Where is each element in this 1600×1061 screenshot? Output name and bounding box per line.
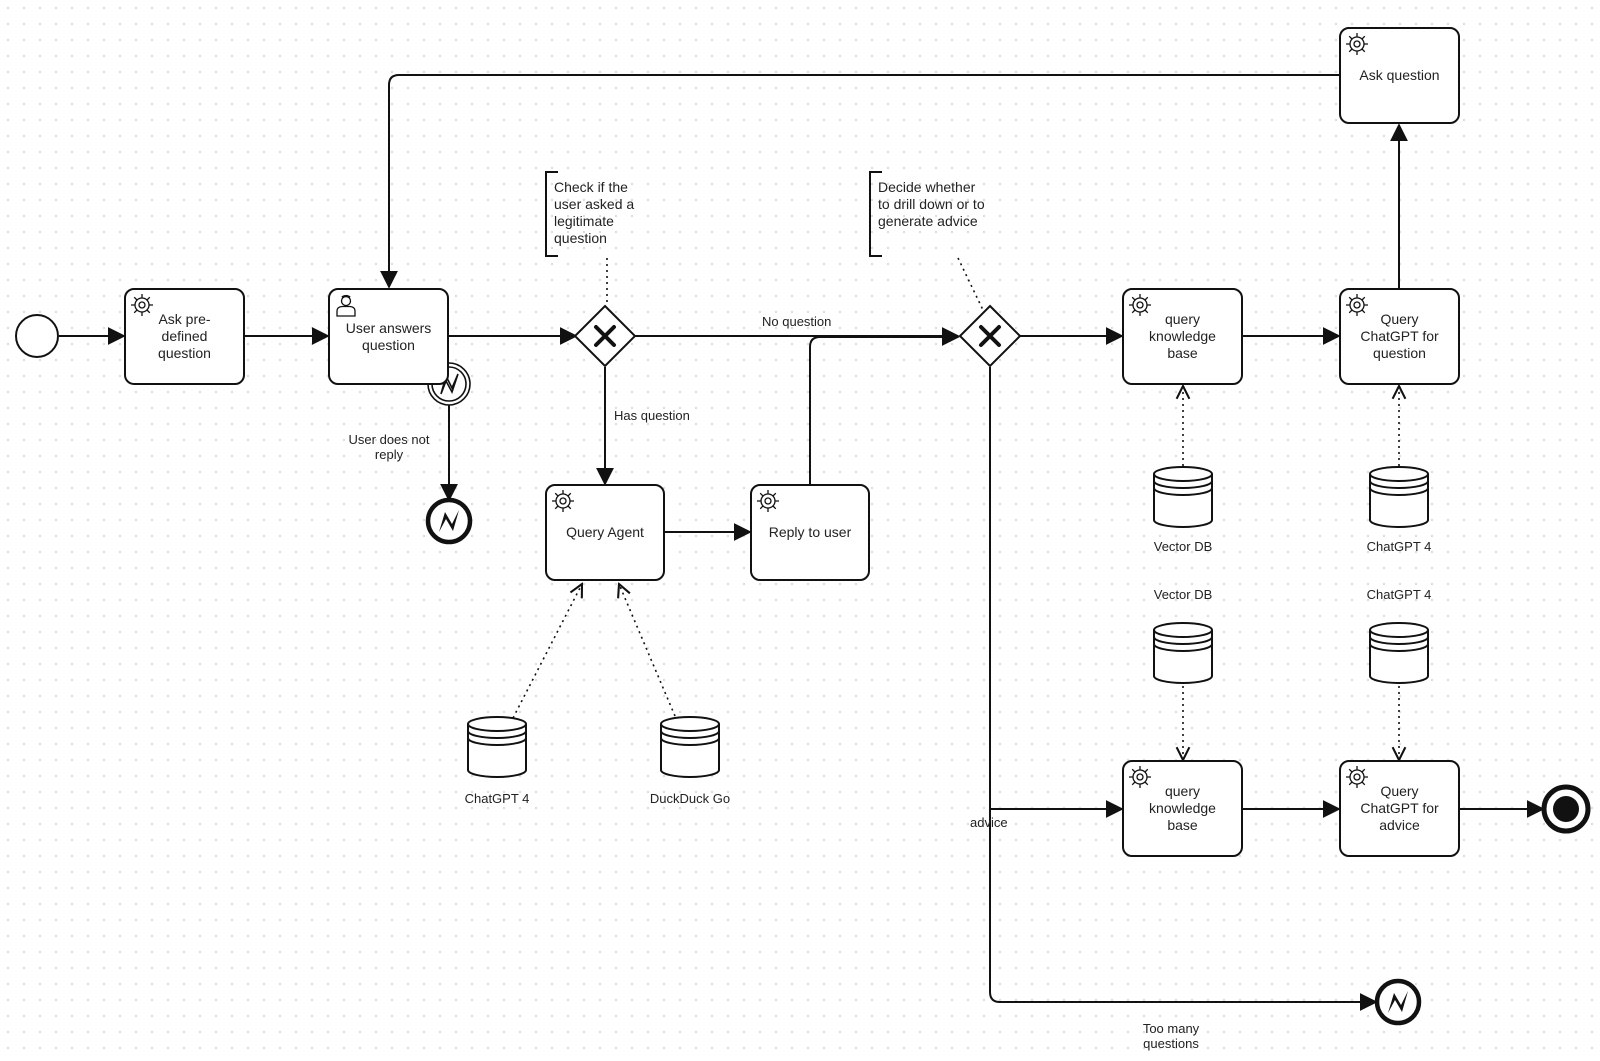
task-reply-to-user[interactable]: Reply to user: [750, 484, 870, 581]
assoc-duckduckgo-to-agent: [619, 584, 676, 717]
task-query-knowledge-base-bottom[interactable]: query knowledge base: [1122, 760, 1243, 857]
task-label: Reply to user: [768, 524, 852, 540]
flow-label-user-no-reply: User does not reply: [348, 432, 430, 462]
datastore-label-chatgpt4-top: ChatGPT 4: [1366, 539, 1432, 554]
flow-label-has-question: Has question: [614, 408, 690, 423]
flow-gateway2-too-many[interactable]: [989, 809, 1378, 1011]
task-query-chatgpt-question[interactable]: Query ChatGPT for question: [1339, 288, 1460, 385]
database-icon[interactable]: [1152, 622, 1214, 684]
flow-ask-question-loop[interactable]: [380, 74, 1339, 289]
annotation-bracket-decide: [869, 171, 882, 257]
gear-icon: [1346, 33, 1368, 55]
error-icon: [439, 510, 459, 532]
database-icon[interactable]: [1368, 466, 1430, 528]
datastore-label-vectordb-bottom: Vector DB: [1153, 587, 1213, 602]
text-annotation-check-question: Check if the user asked a legitimate que…: [554, 179, 635, 246]
datastore-label-chatgpt4-bottom: ChatGPT 4: [1366, 587, 1432, 602]
task-label: Ask question: [1359, 67, 1440, 83]
error-end-event-no-reply[interactable]: [425, 497, 473, 545]
gear-icon: [1129, 294, 1151, 316]
task-query-chatgpt-advice[interactable]: Query ChatGPT for advice: [1339, 760, 1460, 857]
database-icon[interactable]: [1368, 622, 1430, 684]
assoc-chatgpt4-to-agent: [512, 584, 582, 719]
task-user-answers-question[interactable]: User answers question: [328, 288, 449, 385]
end-event[interactable]: [1541, 784, 1591, 834]
datastore-label-chatgpt4-agent: ChatGPT 4: [464, 791, 530, 806]
gear-icon: [757, 490, 779, 512]
flow-reply-to-gateway2[interactable]: [809, 328, 960, 484]
gear-icon: [1346, 766, 1368, 788]
task-ask-predefined-question[interactable]: Ask pre-defined question: [124, 288, 245, 385]
task-query-knowledge-base-top[interactable]: query knowledge base: [1122, 288, 1243, 385]
gateway-drill-or-advice[interactable]: [958, 304, 1022, 368]
datastore-label-vectordb-top: Vector DB: [1153, 539, 1213, 554]
task-label: Query ChatGPT for advice: [1360, 783, 1439, 833]
text-annotation-decide-drill: Decide whether to drill down or to gener…: [878, 179, 985, 229]
error-end-event-too-many[interactable]: [1374, 978, 1422, 1026]
flow-label-too-many: Too many questions: [1142, 1021, 1200, 1051]
database-icon[interactable]: [659, 716, 721, 778]
task-ask-question[interactable]: Ask question: [1339, 27, 1460, 124]
start-event[interactable]: [15, 314, 59, 358]
database-icon[interactable]: [466, 716, 528, 778]
gear-icon: [552, 490, 574, 512]
error-icon: [1388, 991, 1408, 1013]
task-label: User answers question: [345, 319, 432, 353]
task-query-agent[interactable]: Query Agent: [545, 484, 665, 581]
flow-gateway2-advice[interactable]: [989, 367, 1124, 818]
flow-label-advice: advice: [970, 815, 1008, 830]
task-label: query knowledge base: [1149, 311, 1216, 361]
data-associations: [512, 257, 1399, 760]
flow-label-no-question: No question: [762, 314, 832, 329]
task-label: Query Agent: [566, 524, 644, 540]
sequence-flows: [59, 74, 1545, 1011]
task-label: Query ChatGPT for question: [1360, 311, 1439, 361]
user-icon: [336, 294, 356, 317]
annotation-bracket-check: [545, 171, 558, 257]
datastore-label-duckduckgo: DuckDuck Go: [649, 791, 731, 806]
assoc-annotation-decide: [957, 257, 984, 311]
gear-icon: [1346, 294, 1368, 316]
gear-icon: [1129, 766, 1151, 788]
task-label: Ask pre-defined question: [158, 311, 211, 361]
task-label: query knowledge base: [1149, 783, 1216, 833]
gear-icon: [131, 294, 153, 316]
database-icon[interactable]: [1152, 466, 1214, 528]
gateway-question-check[interactable]: [573, 304, 637, 368]
